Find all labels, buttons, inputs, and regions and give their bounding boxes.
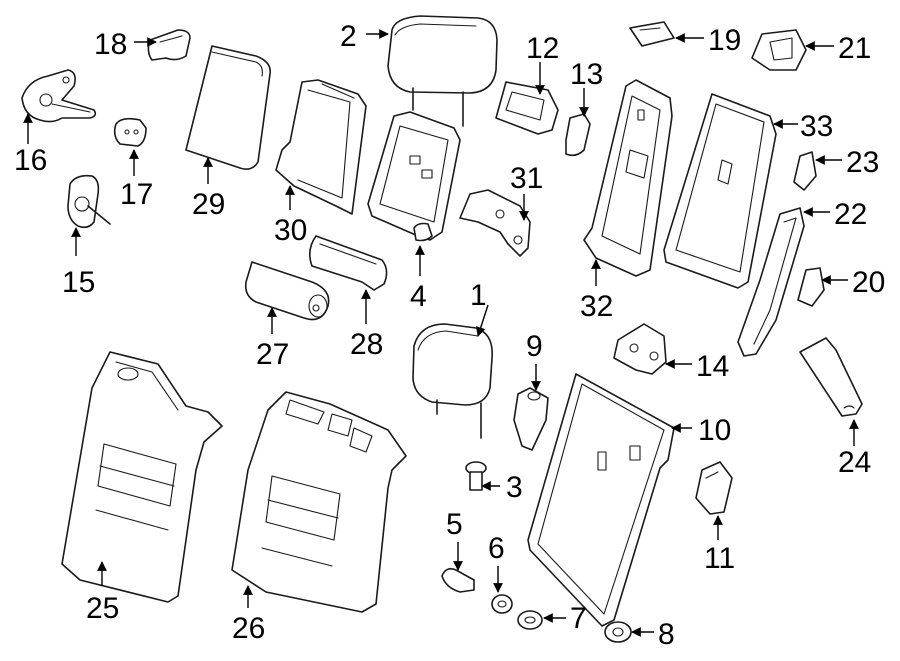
part-19-pad bbox=[629, 21, 675, 47]
part-11-latch-cover bbox=[695, 461, 733, 515]
part-26-seat-cover bbox=[231, 391, 407, 613]
callout-14: 14 bbox=[696, 350, 729, 383]
callout-5: 5 bbox=[446, 508, 463, 541]
callout-6: 6 bbox=[488, 532, 505, 565]
part-6-nut bbox=[491, 594, 513, 614]
part-15-pivot bbox=[67, 174, 111, 229]
callout-20: 20 bbox=[852, 266, 885, 299]
part-9-guide bbox=[513, 387, 549, 451]
part-18-bracket bbox=[147, 29, 191, 61]
part-30-frame bbox=[275, 79, 367, 215]
part-10-back-board bbox=[527, 373, 675, 627]
part-28-cover bbox=[308, 235, 388, 291]
callout-12: 12 bbox=[526, 32, 559, 65]
callout-18: 18 bbox=[94, 28, 127, 61]
callout-28: 28 bbox=[350, 328, 383, 361]
callout-4: 4 bbox=[410, 280, 427, 313]
callout-23: 23 bbox=[846, 146, 879, 179]
part-8-washer bbox=[604, 621, 632, 643]
part-21-trim bbox=[751, 29, 807, 71]
part-24-strip bbox=[799, 337, 863, 417]
part-25-seat-cover bbox=[61, 351, 223, 603]
part-33-back-panel bbox=[663, 93, 777, 289]
part-3-bolt bbox=[465, 461, 487, 491]
part-27-armrest bbox=[244, 261, 330, 321]
callout-15: 15 bbox=[62, 266, 95, 299]
part-14-hinge bbox=[613, 323, 667, 375]
callout-2: 2 bbox=[340, 20, 357, 53]
callout-10: 10 bbox=[698, 414, 731, 447]
callout-3: 3 bbox=[506, 471, 523, 504]
callout-17: 17 bbox=[120, 178, 153, 211]
callout-19: 19 bbox=[708, 24, 741, 57]
part-20-clip bbox=[797, 267, 825, 307]
callout-labels: 1 2 3 4 5 6 7 8 9 10 11 12 13 14 15 16 1… bbox=[14, 20, 885, 651]
callout-31: 31 bbox=[510, 162, 543, 195]
callout-22: 22 bbox=[834, 198, 867, 231]
part-17-pad bbox=[113, 117, 147, 147]
callout-32: 32 bbox=[580, 290, 613, 323]
callout-8: 8 bbox=[658, 618, 675, 651]
part-1-headrest bbox=[412, 323, 493, 439]
part-23-clip bbox=[793, 151, 817, 191]
part-29-panel bbox=[185, 45, 272, 170]
callout-30: 30 bbox=[274, 214, 307, 247]
callout-1: 1 bbox=[470, 279, 487, 312]
part-12-housing bbox=[495, 81, 559, 135]
callout-29: 29 bbox=[192, 188, 225, 221]
callout-26: 26 bbox=[232, 612, 265, 645]
callout-7: 7 bbox=[570, 602, 587, 635]
callout-16: 16 bbox=[14, 144, 47, 177]
part-16-latch bbox=[21, 69, 97, 123]
part-13-bracket bbox=[565, 113, 591, 157]
callout-25: 25 bbox=[86, 592, 119, 625]
part-32-backrest-frame bbox=[583, 79, 673, 277]
callout-27: 27 bbox=[256, 338, 289, 371]
part-4-frame bbox=[367, 111, 461, 242]
part-31-bracket bbox=[459, 189, 531, 257]
callout-24: 24 bbox=[838, 446, 871, 479]
callout-11: 11 bbox=[704, 542, 735, 575]
part-2-headrest-upper bbox=[387, 15, 498, 127]
leader-lines bbox=[23, 29, 859, 637]
part-7-washer bbox=[517, 610, 543, 630]
part-22-trim bbox=[737, 207, 805, 357]
part-5-bolt bbox=[441, 568, 475, 593]
callout-21: 21 bbox=[838, 32, 871, 65]
callout-9: 9 bbox=[526, 330, 543, 363]
callout-13: 13 bbox=[570, 58, 603, 91]
callout-33: 33 bbox=[800, 110, 833, 143]
